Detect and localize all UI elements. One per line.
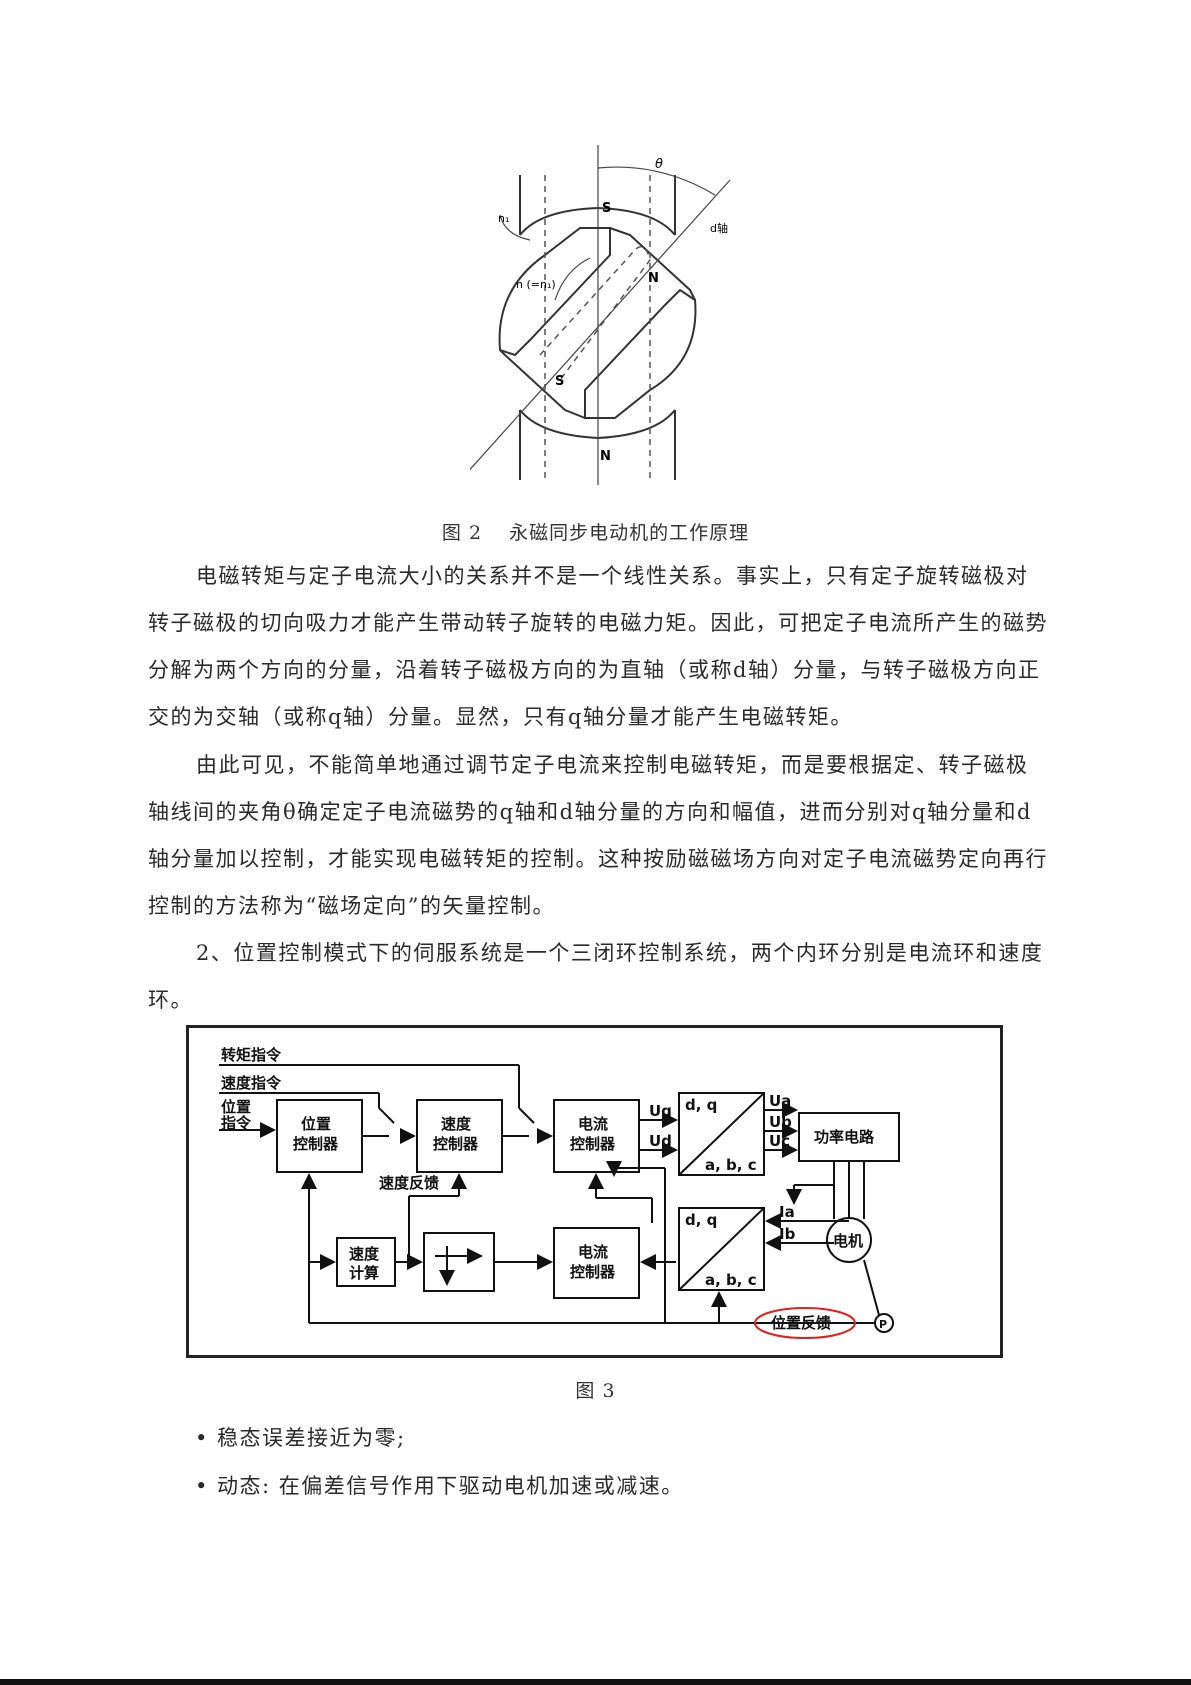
theta-label: θ [655,157,663,172]
speed-feedback-label: 速度反馈 [379,1174,439,1192]
bullet-text-2: 动态: 在偏差信号作用下驱动电机加速或减速。 [217,1474,684,1498]
position-command-label-2: 指令 [221,1114,252,1132]
d-axis-label: d轴 [710,221,728,235]
bullet-text-1: 稳态误差接近为零; [217,1426,406,1450]
ua-label: Ua [769,1092,791,1110]
abc-bottom-label: a, b, c [705,1271,757,1289]
pole-n-bottom: N [600,449,611,464]
n-label: n (=n₁) [516,278,556,291]
dq-top-label: d, q [685,1096,717,1114]
ib-label: Ib [779,1225,796,1243]
pole-s-left: S [555,374,564,389]
speed-command-label: 速度指令 [221,1074,282,1092]
n1-label: n₁ [498,212,509,225]
speed-calc-label-1: 速度 [349,1245,380,1263]
motor-label: 电机 [833,1232,863,1250]
current-controller-top-label-2: 控制器 [570,1135,616,1153]
bullet-item-2: •动态: 在偏差信号作用下驱动电机加速或减速。 [195,1474,684,1498]
bottom-divider [0,1679,1191,1685]
figure2-caption: 图 2 永磁同步电动机的工作原理 [441,522,750,544]
power-circuit-label: 功率电路 [814,1128,875,1146]
abc-top-label: a, b, c [705,1156,757,1174]
ub-label: Ub [769,1113,792,1131]
pole-n-right: N [648,271,659,286]
motor-principle-figure: θ d轴 n₁ n (=n₁) S N S N [470,145,731,485]
position-controller-label-1: 位置 [301,1115,331,1133]
paragraph-3: 2、位置控制模式下的伺服系统是一个三闭环控制系统，两个内环分别是电流环和速度环。 [148,941,1044,1012]
servo-block-diagram: 转矩指令 速度指令 位置 指令 位置 控制器 速度 控制器 电流 控制器 Uq … [186,1025,1003,1358]
speed-controller-label-2: 控制器 [433,1135,479,1153]
speed-controller-label-1: 速度 [441,1115,472,1133]
current-controller-bottom-label-1: 电流 [578,1243,608,1261]
uc-label: Uc [769,1132,790,1150]
servo-diagram-svg: 转矩指令 速度指令 位置 指令 位置 控制器 速度 控制器 电流 控制器 Uq … [219,1046,900,1339]
paragraph-1: 电磁转矩与定子电流大小的关系并不是一个线性关系。事实上，只有定子旋转磁极对转子磁… [148,564,1048,729]
current-controller-top-label-1: 电流 [578,1115,608,1133]
torque-command-label: 转矩指令 [221,1046,282,1064]
pole-s-top: S [602,201,611,216]
figure3-caption: 图 3 [575,1380,616,1402]
position-feedback-highlight [754,1307,856,1339]
position-feedback-label: 位置反馈 [771,1314,831,1332]
bullet-item-1: •稳态误差接近为零; [195,1426,406,1450]
position-sensor-label: P [879,1318,887,1331]
dq-bottom-label: d, q [685,1211,717,1229]
ud-label: Ud [649,1132,672,1150]
speed-calc-label-2: 计算 [349,1264,379,1282]
paragraph-2: 由此可见，不能简单地通过调节定子电流来控制电磁转矩，而是要根据定、转子磁极轴线间… [148,753,1048,918]
current-controller-bottom-label-2: 控制器 [570,1263,616,1281]
ia-label: Ia [779,1203,795,1221]
uq-label: Uq [649,1102,672,1120]
position-controller-label-2: 控制器 [293,1135,339,1153]
position-command-label-1: 位置 [221,1098,251,1116]
